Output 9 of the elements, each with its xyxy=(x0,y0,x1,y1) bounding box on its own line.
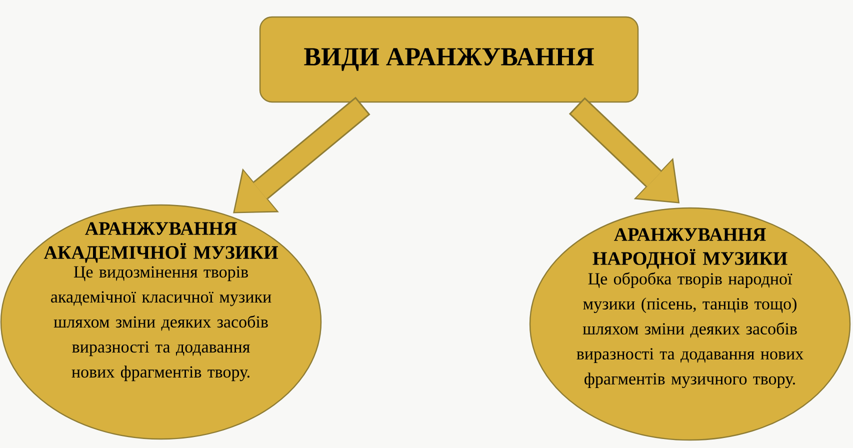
block-arrow xyxy=(233,96,370,214)
description-text: Це видозмінення творів академічної класичної музики шляхом зміни деяких засобів виразності та додавання нових фрагментів твору. xyxy=(51,266,272,382)
oval-card xyxy=(529,207,851,441)
oval-card xyxy=(0,204,322,440)
oval-heading: АРАНЖУВАННЯ АКАДЕМІЧНОЇ МУЗИКИ xyxy=(44,222,278,263)
block-arrow xyxy=(568,97,680,204)
title-box: ВИДИ АРАНЖУВАННЯ xyxy=(259,16,639,103)
description-text: Це обробка творів народної музики (пісень, танців тощо) шляхом зміни деяких засобів виразності та додавання нових фрагментів музичного твору. xyxy=(576,272,804,388)
oval-heading: АРАНЖУВАННЯ НАРОДНОЇ МУЗИКИ xyxy=(592,228,788,269)
